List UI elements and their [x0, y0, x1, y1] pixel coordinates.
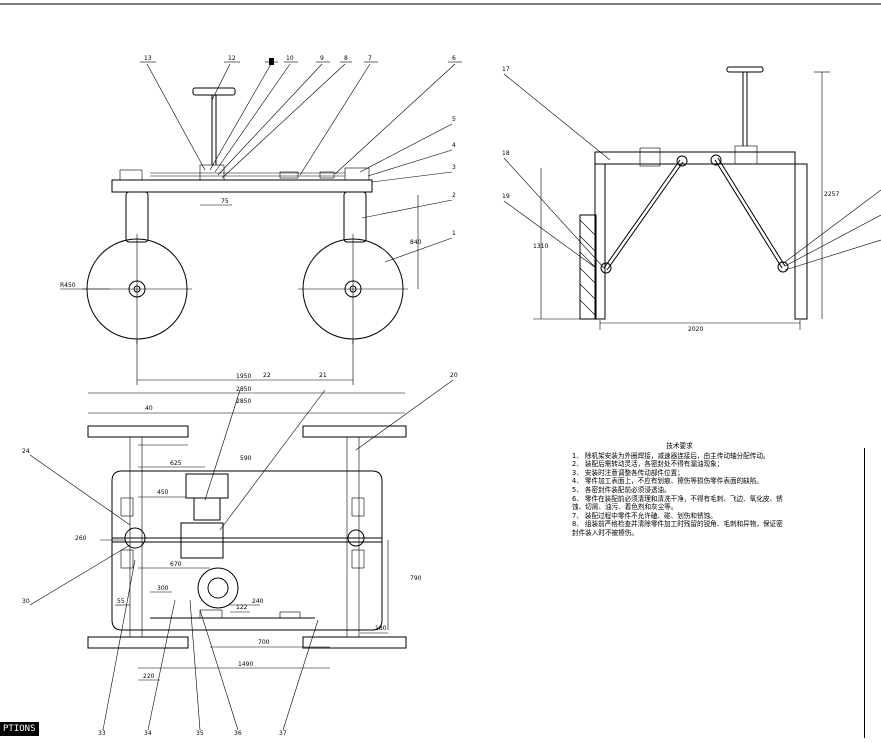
plan-part-label: 35 [196, 730, 204, 737]
plan-dim: 790 [410, 575, 422, 582]
side-wheel [579, 214, 597, 320]
front-part-label: 2 [452, 192, 456, 199]
plan-chassis [111, 470, 383, 631]
dim-height: 840 [410, 239, 422, 246]
notes-item: 8、 组装前严格检查并清除零件加工时残留的锐角、毛刺和异物，保证密封件装入时不被… [572, 520, 783, 537]
dim-radius: R450 [60, 282, 76, 289]
plan-part-label: 34 [144, 730, 152, 737]
plan-dim: 450 [157, 489, 169, 496]
plan-dim-overall: 2850 [236, 398, 251, 405]
plan-dim: 55 [117, 598, 125, 605]
side-steering-wheel [726, 66, 764, 73]
dim-overall: 2850 [236, 386, 251, 393]
plan-dim: 1490 [238, 661, 253, 668]
front-part-label: 1 [452, 230, 456, 237]
plan-rail-top-left [87, 425, 189, 438]
plan-part-label: 30 [22, 598, 30, 605]
front-part-label: 8 [344, 55, 348, 62]
technical-requirements: 技术要求 1、 除机架安装为外圈焊接，减速器连接后，由主传动轴分配传动。 2、 … [572, 442, 787, 538]
plan-dim: 670 [170, 561, 182, 568]
notes-item: 3、 安装时注意调整各传动部件位置； [572, 468, 684, 477]
notes-item: 4、 零件加工表面上，不应有划痕、擦伤等损伤零件表面的缺陷。 [572, 477, 763, 486]
plan-dim: 40 [145, 405, 153, 412]
notes-title: 技术要求 [666, 442, 693, 450]
plan-rail-bottom-left [87, 636, 189, 649]
command-line[interactable]: PTIONS [0, 722, 39, 736]
plan-part-label: 20 [450, 372, 458, 379]
plan-dim: 122 [236, 604, 248, 611]
leg-right [343, 191, 367, 243]
front-part-label: 6 [452, 55, 456, 62]
side-part-label: 18 [502, 150, 510, 157]
front-part-label: 13 [144, 55, 152, 62]
plan-part-label: 21 [319, 372, 327, 379]
front-part-label: 3 [452, 164, 456, 171]
plan-dim: 260 [75, 535, 87, 542]
plan-rail-bottom-right [302, 636, 407, 649]
plan-dim: 300 [157, 585, 169, 592]
dim-offset: 75 [221, 198, 229, 205]
front-part-label: 9 [320, 55, 324, 62]
plan-dim: 240 [252, 598, 264, 605]
notes-item: 5、 各密封件装配前必须浸透油。 [572, 485, 671, 494]
dim-side-total-height: 2257 [824, 191, 839, 198]
plan-part-label: 36 [234, 730, 242, 737]
notes-item: 6、 零件在装配前必须清理和清洗干净，不得有毛刺、飞边、氧化皮、锈蚀、切屑、油污… [572, 494, 783, 512]
front-part-label: 10 [286, 55, 294, 62]
plan-dim: 220 [143, 673, 155, 680]
dim-side-height: 1310 [533, 243, 548, 250]
dim-side-width: 2020 [688, 326, 703, 333]
plan-part-label: 33 [98, 730, 106, 737]
frame-bracket-right [344, 167, 370, 181]
notes-item: 1、 除机架安装为外圈焊接，减速器连接后，由主传动轴分配传动。 [572, 451, 770, 460]
dim-track: 1950 [236, 373, 251, 380]
notes-item: 2、 装配后需转动灵活，各密封处不得有漏油现象； [572, 460, 724, 469]
plan-gearbox [180, 522, 224, 559]
steering-wheel [192, 87, 236, 96]
frame-bracket-left [119, 169, 143, 181]
front-part-label: 12 [228, 55, 236, 62]
plan-view: 22 21 20 24 30 33 34 35 36 37 40 625 590… [22, 372, 458, 737]
front-part-label: 4 [452, 142, 456, 149]
side-part-label: 19 [502, 193, 510, 200]
plan-pulley [197, 567, 239, 609]
plan-rail-top-right [302, 425, 407, 438]
plan-dim: 625 [170, 460, 182, 467]
plan-part-label: 24 [22, 448, 30, 455]
plan-dim: 180 [375, 625, 387, 632]
frame-deck [111, 179, 373, 193]
plan-dim: 590 [240, 455, 252, 462]
plan-dim: 700 [258, 639, 270, 646]
side-frame-top [594, 151, 796, 165]
plan-part-label: 22 [263, 372, 271, 379]
side-part-label: 17 [502, 66, 510, 73]
notes-item: 7、 装配过程中零件不允许磕、碰、划伤和锈蚀。 [572, 511, 717, 520]
title-block-strip [864, 448, 881, 738]
side-leg-right [794, 163, 808, 320]
plan-part-label: 37 [279, 730, 287, 737]
front-part-label: 7 [368, 55, 372, 62]
front-view: 13 12 10 9 8 7 6 5 4 3 2 1 R450 75 840 1… [60, 55, 462, 394]
front-part-label: 5 [452, 116, 456, 123]
side-view: 17 18 19 1310 2257 2020 [502, 66, 881, 333]
